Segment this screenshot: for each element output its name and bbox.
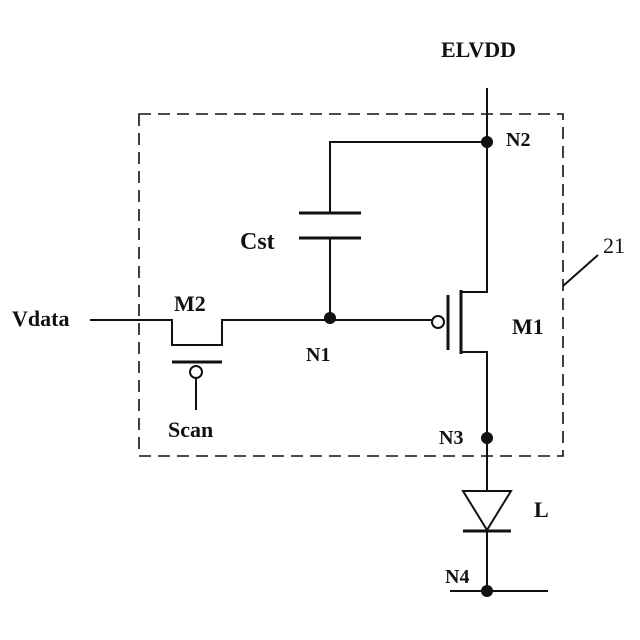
m1-source-lead bbox=[461, 142, 487, 292]
m1-gate-bubble bbox=[432, 316, 444, 328]
ref-21-label: 21 bbox=[603, 233, 625, 258]
node-n4-label: N4 bbox=[445, 566, 469, 588]
ref-21-leader bbox=[563, 255, 598, 286]
pixel-circuit-boundary bbox=[139, 114, 563, 456]
node-n4-dot bbox=[481, 585, 493, 597]
m1-drain-lead bbox=[461, 352, 487, 438]
vdata-label: Vdata bbox=[12, 306, 69, 331]
node-n2-label: N2 bbox=[506, 129, 530, 151]
n2-to-cst-wire bbox=[330, 142, 487, 213]
led-l-triangle bbox=[463, 491, 511, 530]
scan-label: Scan bbox=[168, 417, 213, 442]
led-l-label: L bbox=[534, 497, 549, 522]
m1-label: M1 bbox=[512, 314, 544, 339]
node-n1-dot bbox=[324, 312, 336, 324]
m2-gate-bubble bbox=[190, 366, 202, 378]
m2-channel bbox=[168, 320, 226, 345]
elvdd-label: ELVDD bbox=[441, 37, 516, 62]
node-n3-label: N3 bbox=[439, 427, 463, 449]
m2-label: M2 bbox=[174, 291, 206, 316]
node-n1-label: N1 bbox=[306, 344, 330, 366]
cst-label: Cst bbox=[240, 229, 275, 255]
